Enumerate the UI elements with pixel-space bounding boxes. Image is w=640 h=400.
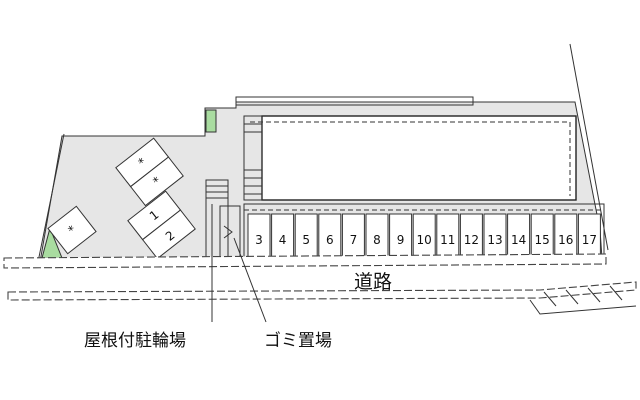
- trash-area-mark: [223, 225, 233, 239]
- parking-stall-number: 6: [326, 233, 334, 247]
- parking-stall-number: 3: [255, 233, 263, 247]
- road-lower-band: [7, 281, 637, 301]
- road-crosswalk: [529, 285, 637, 315]
- stair-treads: [244, 123, 262, 195]
- planting-north: [205, 109, 217, 133]
- bike-space-single: *: [47, 205, 97, 255]
- parking-stall-number: 8: [373, 233, 381, 247]
- trash-label-leader: [233, 237, 267, 323]
- bike-shelter-hatch: [206, 185, 228, 199]
- parking-stall-number: 14: [511, 233, 526, 247]
- parking-stall-number: 16: [558, 233, 573, 247]
- building-dashed-outline: [250, 121, 571, 196]
- road-label: 道路: [354, 271, 392, 293]
- parking-stall-number: 12: [464, 233, 479, 247]
- north-boundary: [569, 43, 609, 251]
- parking-stall-number: 15: [535, 233, 550, 247]
- bike-space-pair-lower: 1 2: [127, 190, 196, 260]
- parking-stall-number: 10: [417, 233, 432, 247]
- building-roof-strip: [235, 96, 474, 106]
- parking-stall-number: 5: [302, 233, 310, 247]
- parking-stalls: 3 4 5 6 7 8 9 10 11 12 13 14 15 16 17: [247, 213, 601, 259]
- apartment-building: [261, 115, 577, 201]
- west-boundary: [37, 133, 65, 263]
- road-band: [3, 253, 607, 269]
- stair-block: [243, 115, 263, 201]
- parking-stall-number: 9: [397, 233, 405, 247]
- parking-stall-number: 17: [582, 233, 597, 247]
- parking-stall-number: 7: [350, 233, 358, 247]
- parking-stall-number: 13: [487, 233, 502, 247]
- bike-space-pair-upper: * *: [115, 137, 184, 207]
- parking-stall-number: 11: [440, 233, 455, 247]
- parking-stall-number: 4: [279, 233, 287, 247]
- trash-area-label: ゴミ置場: [264, 330, 332, 351]
- bike-shelter-label: 屋根付駐輪場: [84, 331, 186, 351]
